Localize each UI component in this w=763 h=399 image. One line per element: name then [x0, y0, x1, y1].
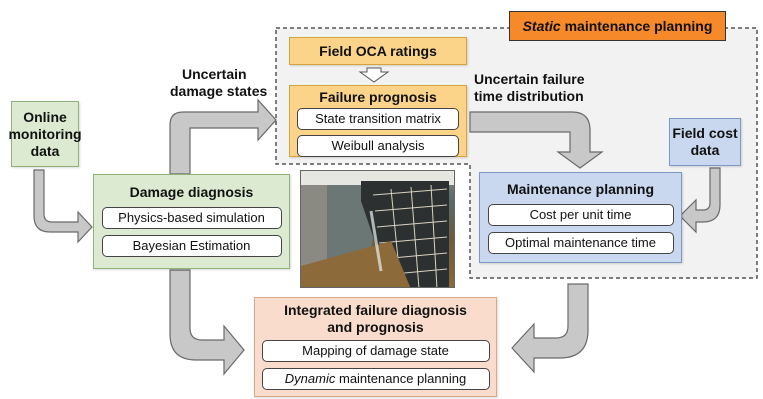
photo-drawing [301, 171, 454, 287]
arrow-diagnosis-to-prognosis [169, 98, 277, 175]
field-oca-box: Field OCA ratings [289, 37, 467, 65]
failure-prognosis-title: Failure prognosis [319, 89, 437, 105]
uncertain-failure-label: Uncertain failure time distribution [474, 71, 634, 105]
gate-structure-photo [300, 170, 455, 288]
arrow-diagnosis-to-integrated [169, 269, 245, 376]
field-cost-line1: Field cost [672, 125, 738, 141]
uncertain-damage-line2: damage states [170, 83, 268, 99]
bayesian-item: Bayesian Estimation [101, 235, 282, 257]
failure-prognosis-box: Failure prognosis State transition matri… [289, 85, 467, 157]
optimal-time-item: Optimal maintenance time [487, 232, 674, 254]
maintenance-planning-title: Maintenance planning [506, 181, 654, 197]
static-italic: Static [522, 18, 561, 34]
cost-per-unit-item: Cost per unit time [487, 204, 674, 226]
integrated-box: Integrated failure diagnosis and prognos… [254, 297, 497, 397]
arrow-oca-to-prognosis [358, 67, 390, 83]
maintenance-planning-box: Maintenance planning Cost per unit time … [479, 172, 682, 263]
dynamic-italic: Dynamic [284, 371, 336, 386]
field-cost-box: Field cost data [669, 118, 741, 166]
dynamic-planning-item: Dynamic maintenance planning [261, 368, 490, 390]
mapping-item: Mapping of damage state [261, 340, 490, 362]
integrated-title-line2: and prognosis [327, 319, 424, 335]
static-rest: maintenance planning [560, 18, 713, 34]
physics-sim-item: Physics-based simulation [101, 207, 282, 229]
uncertain-damage-line1: Uncertain [182, 66, 247, 82]
weibull-item: Weibull analysis [297, 135, 459, 157]
damage-diagnosis-box: Damage diagnosis Physics-based simulatio… [93, 174, 290, 269]
integrated-title-line1: Integrated failure diagnosis [284, 302, 467, 318]
dynamic-rest: maintenance planning [335, 371, 467, 386]
online-line2: monitoring [8, 125, 82, 142]
arrow-fieldcost-to-maintenance [679, 167, 721, 234]
field-cost-line2: data [690, 142, 720, 158]
uncertain-failure-line1: Uncertain failure [474, 71, 585, 87]
uncertain-damage-label: Uncertain damage states [170, 66, 280, 100]
field-oca-title: Field OCA ratings [319, 42, 437, 59]
arrow-maintenance-to-integrated [511, 283, 589, 374]
online-line3: data [30, 142, 60, 159]
online-monitoring-box: Online monitoring data [8, 101, 82, 167]
arrow-prognosis-to-maintenance [469, 111, 604, 169]
online-line1: Online [23, 108, 67, 125]
damage-diagnosis-title: Damage diagnosis [129, 184, 254, 200]
state-transition-item: State transition matrix [297, 108, 459, 130]
static-planning-label: Static maintenance planning [509, 11, 726, 41]
arrow-monitoring-to-diagnosis [33, 169, 93, 244]
uncertain-failure-line2: time distribution [474, 88, 584, 104]
